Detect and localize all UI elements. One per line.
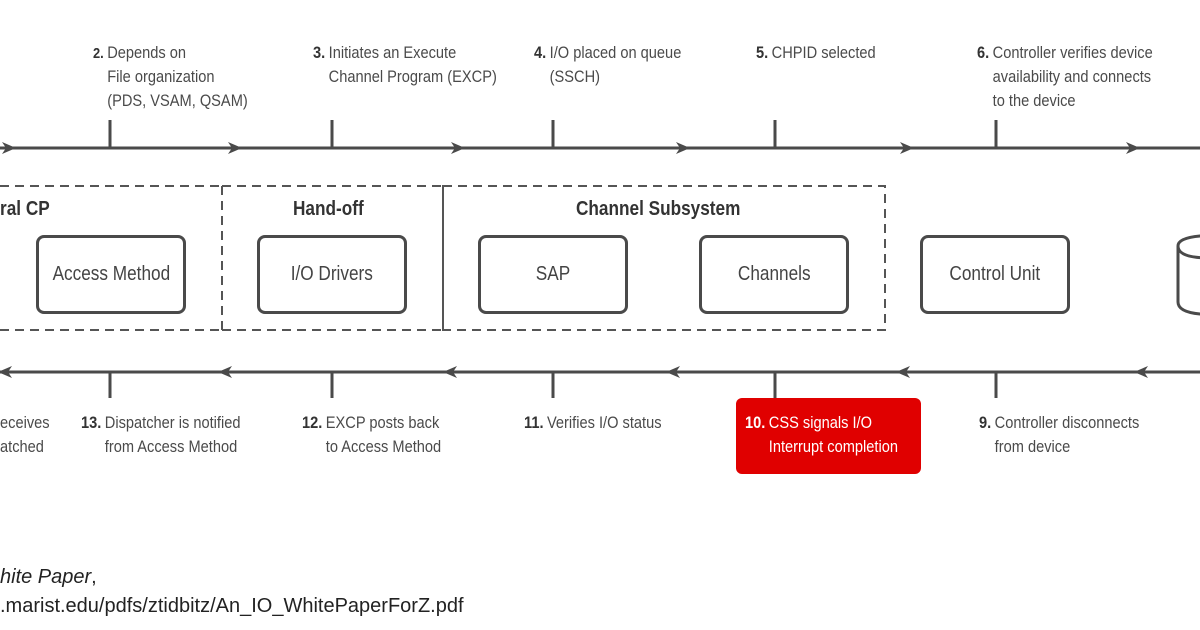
step-text: I/O placed on queue (SSCH) xyxy=(549,43,682,86)
step-text: EXCP posts back to Access Method xyxy=(325,413,442,456)
step-text: Controller verifies device availability … xyxy=(992,43,1153,110)
step-number: 6. xyxy=(977,43,990,62)
step-10-label: 10.CSS signals I/O Interrupt completion xyxy=(745,411,898,459)
step-4-label: 4.I/O placed on queue (SSCH) xyxy=(534,41,681,89)
step-text: Verifies I/O status xyxy=(546,413,662,432)
disk-cylinder-icon xyxy=(1176,234,1200,316)
step-6-label: 6.Controller verifies device availabilit… xyxy=(977,41,1153,113)
citation-line-1: hite Paper, xyxy=(0,563,97,591)
step-number: 5. xyxy=(756,43,769,62)
central-cp-group-title: ral CP xyxy=(0,198,50,220)
box-label: Access Method xyxy=(52,263,170,285)
step-number: 9. xyxy=(979,413,992,432)
citation-title: hite Paper xyxy=(0,566,92,588)
step-text: Depends on File organization (PDS, VSAM,… xyxy=(107,43,248,110)
step-number: 13. xyxy=(81,413,102,432)
step-12-label: 12.EXCP posts back to Access Method xyxy=(302,411,441,459)
step-number: 3. xyxy=(313,43,326,62)
step-9-label: 9.Controller disconnects from device xyxy=(979,411,1139,459)
step-10-highlight: 10.CSS signals I/O Interrupt completion xyxy=(736,398,921,474)
citation-punct: , xyxy=(91,566,97,588)
step-number: 10. xyxy=(745,413,766,432)
io-drivers-box: I/O Drivers xyxy=(257,235,407,314)
handoff-group-border xyxy=(222,185,443,331)
step-number: 11. xyxy=(524,413,544,432)
step-14-label-partial: eceives atched xyxy=(0,411,50,459)
top-timeline xyxy=(0,120,1200,154)
step-number: 4. xyxy=(534,43,547,62)
step-13-label: 13.Dispatcher is notified from Access Me… xyxy=(81,411,240,459)
access-method-box: Access Method xyxy=(36,235,186,314)
citation-url[interactable]: .marist.edu/pdfs/ztidbitz/An_IO_WhitePap… xyxy=(0,595,464,617)
step-text: Initiates an Execute Channel Program (EX… xyxy=(328,43,497,86)
step-number: 2. xyxy=(93,45,104,62)
box-label: SAP xyxy=(535,263,571,285)
step-3-label: 3.Initiates an Execute Channel Program (… xyxy=(313,41,497,89)
central-cp-group-border xyxy=(0,185,222,331)
handoff-group-title: Hand-off xyxy=(293,198,364,220)
step-text: eceives atched xyxy=(0,413,50,456)
step-number: 12. xyxy=(302,413,323,432)
box-label: Control Unit xyxy=(949,263,1041,285)
step-text: CSS signals I/O Interrupt completion xyxy=(768,413,898,456)
box-label: I/O Drivers xyxy=(290,263,374,285)
box-label: Channels xyxy=(737,263,811,285)
step-5-label: 5.CHPID selected xyxy=(756,41,876,65)
channel-subsystem-group-border xyxy=(442,185,886,331)
sap-box: SAP xyxy=(478,235,628,314)
step-text: Controller disconnects from device xyxy=(994,413,1140,456)
step-text: CHPID selected xyxy=(771,43,876,62)
channel-subsystem-group-title: Channel Subsystem xyxy=(576,198,741,220)
bottom-timeline xyxy=(0,366,1200,398)
step-text: Dispatcher is notified from Access Metho… xyxy=(104,413,241,456)
group-containers xyxy=(0,185,886,331)
step-11-label: 11.Verifies I/O status xyxy=(524,411,662,435)
channels-box: Channels xyxy=(699,235,849,314)
step-2-label: 2.Depends on File organization (PDS, VSA… xyxy=(93,41,248,113)
control-unit-box: Control Unit xyxy=(920,235,1070,314)
